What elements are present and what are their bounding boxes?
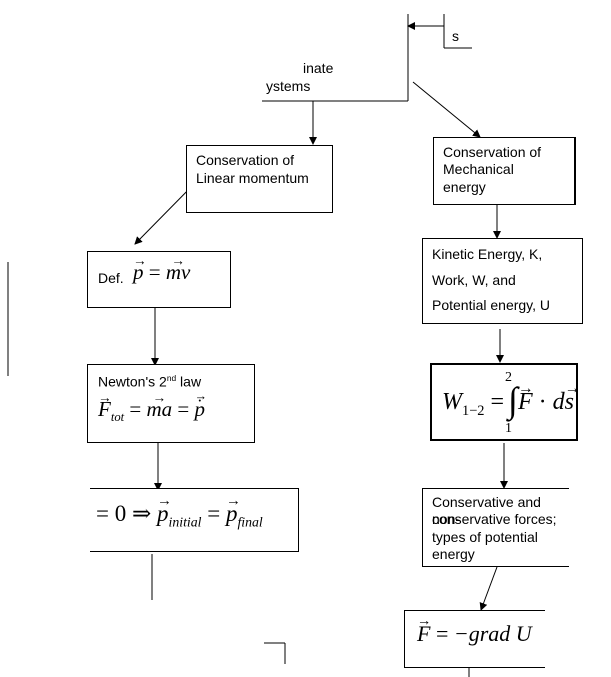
grad-rhs: −grad U	[453, 621, 532, 646]
newton-ma: ma	[146, 389, 172, 422]
newton-tot: tot	[110, 410, 125, 425]
grad-formula: F = −grad U	[417, 613, 532, 647]
work-integral-box: W1−2 = ∫ 2 1 F · ds	[430, 363, 578, 441]
linear-momentum-box: Conservation of Linear momentum	[186, 145, 333, 213]
newton-eq1: =	[129, 397, 142, 421]
momentum-definition-box: Def. p = mv	[87, 251, 231, 308]
def-label: Def.	[98, 270, 124, 286]
work-lower-limit: 1	[505, 421, 512, 436]
newton-label: Newton's 2nd law	[98, 370, 201, 391]
def-mv: mv	[166, 252, 191, 285]
cond-final: final	[237, 514, 263, 530]
energy-line2: Work, W, and	[432, 272, 516, 288]
newton-formula: Ftot = ma = p	[98, 389, 205, 425]
gradient-box: F = −grad U	[404, 610, 545, 668]
conservative-forces-box: Conservative and non- conservative force…	[422, 488, 569, 567]
cond-initial: initial	[168, 514, 202, 530]
def-p: p	[133, 252, 144, 285]
forces-line1: Conservative and non-	[432, 494, 541, 527]
newton-eq2: =	[177, 397, 190, 421]
energy-terms-box: Kinetic Energy, K, Work, W, and Potentia…	[422, 238, 583, 324]
work-upper-limit: 2	[505, 370, 512, 385]
arrow-coord-to-mechanical	[412, 81, 481, 138]
grad-eq: =	[435, 621, 449, 646]
momentum-conservation-box: = 0 ⇒ pinitial = pfinal	[90, 488, 299, 552]
work-W: W	[442, 389, 462, 415]
mech-line3: energy	[443, 179, 486, 195]
cond-zero: = 0	[96, 501, 127, 526]
newton-F: F	[98, 389, 111, 422]
mechanical-energy-box: Conservation of Mechanical energy	[433, 137, 576, 205]
work-integrand: F · ds	[518, 380, 575, 416]
work-cdot: ·	[538, 389, 547, 415]
newton-label-post: law	[176, 373, 202, 390]
mech-line1: Conservation of	[443, 144, 542, 160]
work-s: s	[565, 380, 575, 416]
cond-eq: =	[207, 501, 221, 526]
forces-line4: energy	[432, 546, 475, 562]
energy-line1: Kinetic Energy, K,	[432, 246, 543, 262]
cond-implies: ⇒	[131, 501, 152, 526]
forces-line3: types of potential	[432, 529, 538, 545]
linear-line1: Conservation of	[196, 152, 295, 168]
cond-p2: p	[226, 493, 238, 527]
mech-line2: Mechanical	[443, 161, 514, 177]
linear-line2: Linear momentum	[196, 170, 309, 186]
cond-p1: p	[157, 493, 169, 527]
work-F: F	[518, 380, 533, 416]
def-eq: =	[148, 260, 161, 284]
work-formula: W1−2 =	[442, 389, 504, 420]
work-sub: 1−2	[462, 402, 485, 419]
newton-label-sup: nd	[166, 373, 177, 383]
coord-systems-line2: ystems	[266, 78, 311, 94]
grad-F: F	[417, 613, 431, 647]
work-integral-sign: ∫	[508, 380, 518, 420]
newton-label-pre: Newton's 2	[98, 373, 167, 390]
arrow-forces-to-grad	[479, 566, 498, 611]
def-formula: p = mv	[133, 252, 191, 285]
energy-line3: Potential energy, U	[432, 297, 551, 313]
work-eq: =	[490, 389, 505, 415]
work-d: d	[552, 389, 565, 415]
forces-line2: conservative forces;	[432, 511, 557, 527]
newton-second-law-box: Newton's 2nd law Ftot = ma = p	[87, 364, 255, 443]
cond-formula: = 0 ⇒ pinitial = pfinal	[96, 493, 263, 531]
newton-pdot: p	[194, 389, 205, 422]
coord-systems-line1: inate	[303, 60, 334, 76]
top-box-label: s	[452, 28, 459, 44]
